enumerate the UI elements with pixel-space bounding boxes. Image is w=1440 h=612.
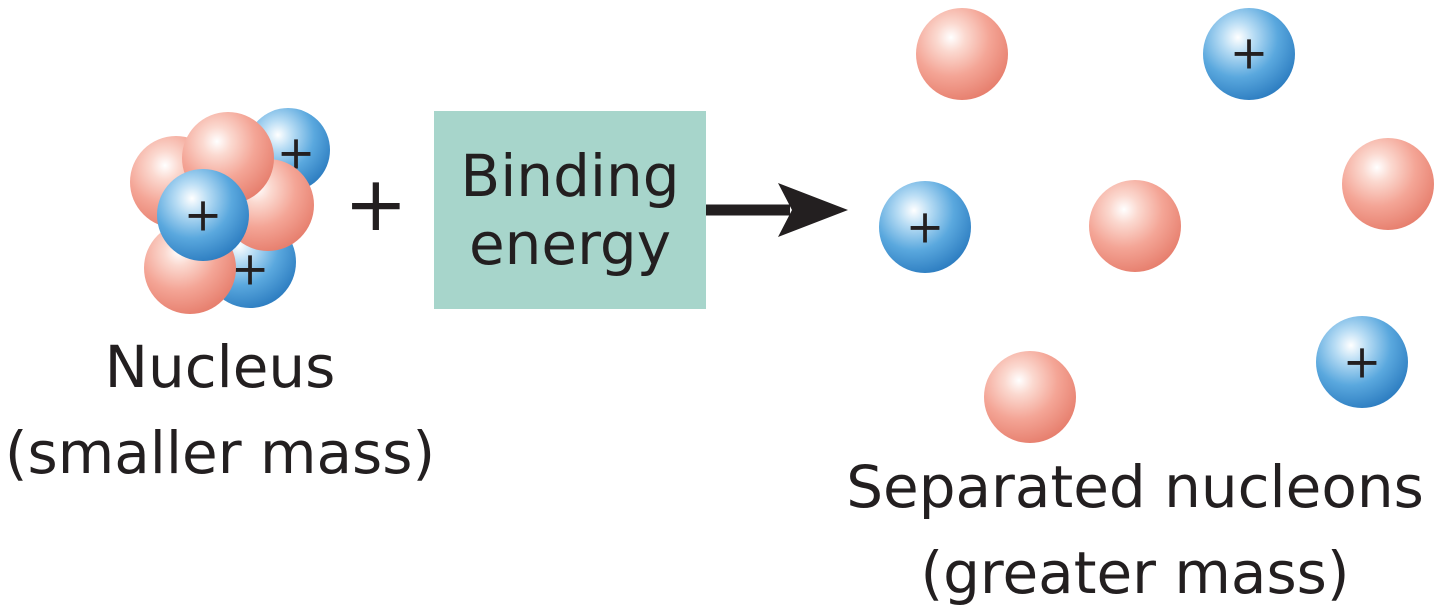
free-proton: + xyxy=(879,181,971,273)
binding-energy-box: Binding energy xyxy=(434,111,706,309)
separated-nucleons: + + + xyxy=(879,8,1434,443)
svg-text:+: + xyxy=(906,200,945,254)
nucleus-cluster: + + + xyxy=(130,108,330,314)
free-neutron xyxy=(984,351,1076,443)
free-proton: + xyxy=(1203,8,1295,100)
reaction-arrow xyxy=(706,183,848,237)
free-proton: + xyxy=(1316,316,1408,408)
separated-nucleons-label: Separated nucleons xyxy=(846,453,1424,521)
nucleus-proton: + xyxy=(157,169,249,261)
svg-text:+: + xyxy=(1343,335,1382,389)
svg-text:+: + xyxy=(1230,26,1269,80)
separated-mass-label: (greater mass) xyxy=(920,539,1350,607)
free-neutron xyxy=(1342,138,1434,230)
binding-energy-line1: Binding xyxy=(460,142,680,210)
free-neutron xyxy=(916,8,1008,100)
svg-text:+: + xyxy=(184,188,223,242)
free-neutron xyxy=(1089,180,1181,272)
nucleus-label: Nucleus xyxy=(104,333,336,401)
plus-operator: + xyxy=(344,159,408,248)
binding-energy-line2: energy xyxy=(468,210,672,278)
nucleus-mass-label: (smaller mass) xyxy=(4,419,436,487)
